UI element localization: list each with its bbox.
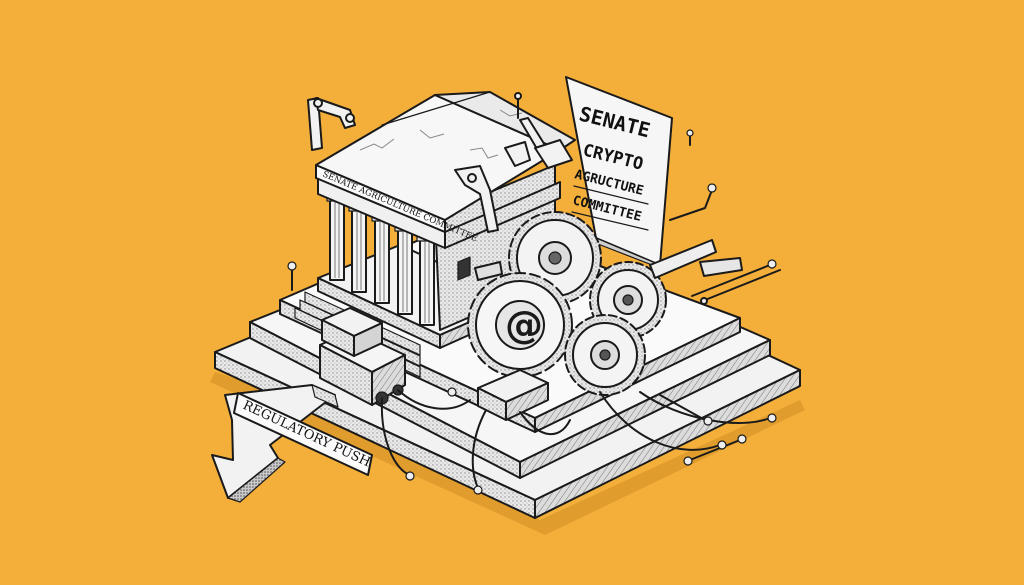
gear-cluster: @ — [467, 211, 777, 396]
at-symbol-icon: @ — [505, 303, 543, 347]
platform-rods — [700, 269, 781, 305]
connector-block — [477, 369, 549, 421]
gear-main: @ — [467, 272, 573, 378]
roof-clamps — [307, 92, 573, 233]
gear-lower — [564, 314, 646, 396]
ground-shadow — [210, 372, 805, 535]
committee-sign: SENATE CRYPTO AGRUCTURE COMMITTEE — [565, 76, 717, 271]
cable-ends — [287, 261, 777, 495]
control-box — [319, 307, 406, 406]
